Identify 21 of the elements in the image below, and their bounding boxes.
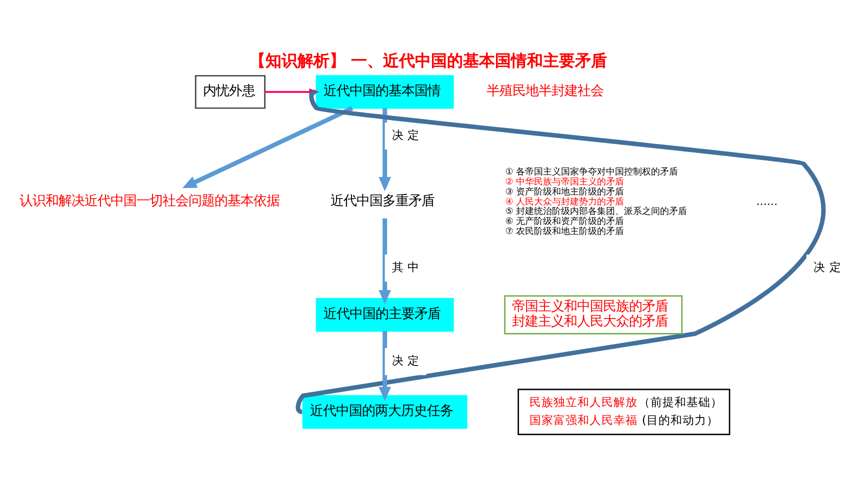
- node-text: 半殖民地半封建社会: [486, 82, 604, 99]
- label: ……: [756, 194, 778, 208]
- node-box: 近代中国的主要矛盾: [316, 298, 454, 332]
- edge-label: 决 定: [392, 353, 420, 368]
- connector: [296, 90, 826, 412]
- node-text: 认识和解决近代中国一切社会问题的基本依据: [19, 192, 280, 209]
- node-text: ① 各帝国主义国家争夺对中国控制权的矛盾 ② 中华民族与帝国主义的矛盾 ③ 资产阶级和地主阶级的矛盾 ④ 人民大众与封建势力的矛盾 ⑤ 封建统治阶级内部各集团、派系之间的矛盾 ⑥ 无产阶级和资产阶级的矛盾 ⑦ 农民阶级和地主阶级的矛盾: [505, 167, 688, 236]
- edge-label: 决 定: [392, 128, 420, 142]
- arrow: [378, 330, 392, 401]
- arrow: [182, 106, 354, 188]
- diagram-title: 【知识解析】 一、近代中国的基本国情和主要矛盾: [249, 50, 607, 70]
- node-box: 近代中国的两大历史任务: [302, 394, 468, 428]
- edge-label: 决 定: [814, 260, 842, 274]
- node-box: 内忧外患: [194, 74, 266, 108]
- edge-label: 其 中: [392, 260, 420, 274]
- node-box: 帝国主义和中国民族的矛盾 封建主义和人民大众的矛盾: [504, 294, 683, 334]
- arrow: [378, 218, 392, 304]
- node-box: 民族独立和人民解放（前提和基础） 国家富强和人民幸福 (目的和动力）: [518, 388, 730, 435]
- node-box: 近代中国的基本国情: [316, 74, 454, 108]
- node-text: 近代中国多重矛盾: [330, 192, 434, 209]
- arrow: [378, 108, 392, 191]
